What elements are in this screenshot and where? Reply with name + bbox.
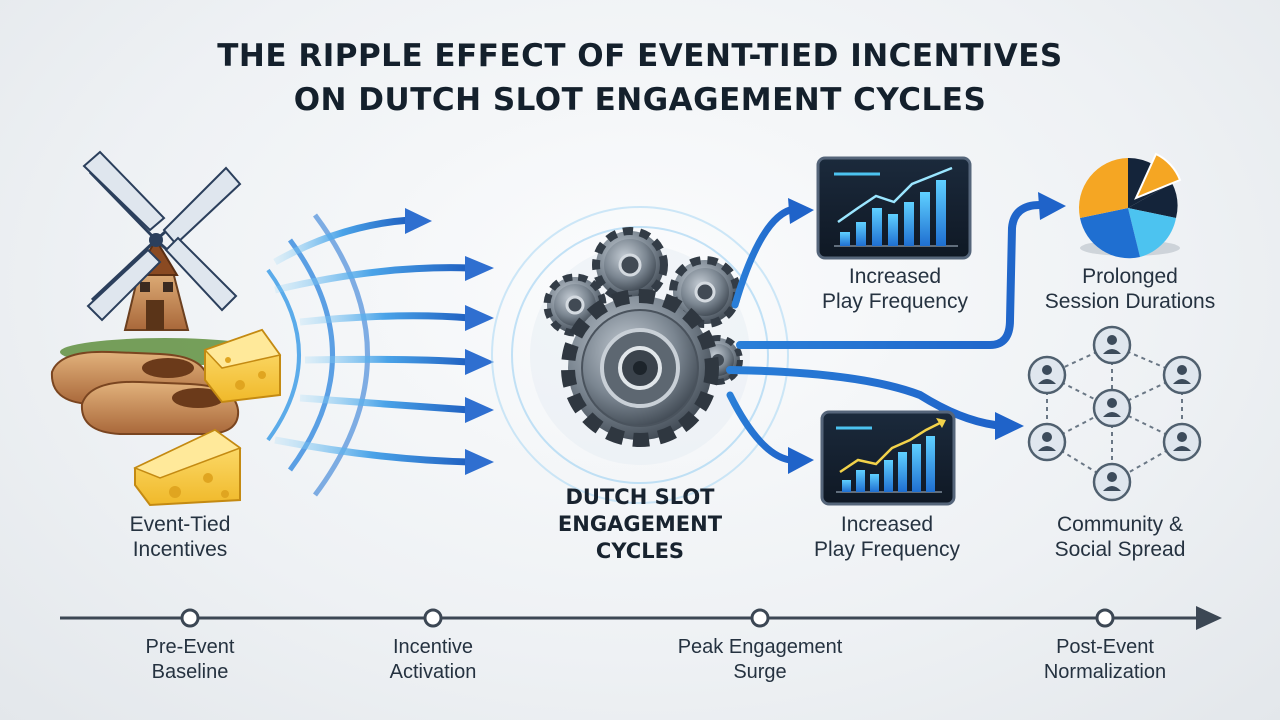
outcome-top-label: Increased Play Frequency — [790, 264, 1000, 314]
source-label-line-2: Incentives — [132, 538, 228, 561]
timeline — [60, 606, 1222, 630]
title-line-2: ON DUTCH SLOT ENGAGEMENT CYCLES — [293, 82, 987, 118]
outcome-community-label: Community & Social Spread — [1010, 512, 1230, 562]
outcome-bottom-label-line-2: Play Frequency — [814, 538, 960, 561]
timeline-stage-line-1: Peak Engagement — [677, 636, 843, 658]
cheese-icon — [133, 328, 282, 507]
source-label: Event-Tied Incentives — [80, 512, 280, 562]
bar-chart-icon — [820, 410, 956, 506]
outcome-arrows — [726, 192, 1066, 474]
source-label-line-1: Event-Tied — [129, 513, 231, 536]
gears-icon — [491, 206, 789, 504]
outcome-community-label-line-2: Social Spread — [1054, 538, 1186, 561]
outcome-bottom-label: Increased Play Frequency — [782, 512, 992, 562]
bar-chart-icon — [816, 156, 972, 260]
title-line-1: THE RIPPLE EFFECT OF EVENT-TIED INCENTIV… — [217, 38, 1063, 74]
timeline-stage-line-1: Pre-Event — [145, 636, 235, 658]
outcome-sessions-label: Prolonged Session Durations — [1020, 264, 1240, 314]
center-label-line-2: ENGAGEMENT — [557, 512, 723, 536]
outcome-sessions-label-line-1: Prolonged — [1082, 265, 1178, 288]
outcome-community-label-line-1: Community & — [1056, 513, 1184, 536]
outcome-top-label-line-2: Play Frequency — [822, 290, 968, 313]
outcome-sessions-label-line-2: Session Durations — [1044, 290, 1216, 313]
diagram-title: THE RIPPLE EFFECT OF EVENT-TIED INCENTIV… — [0, 34, 1280, 122]
center-label-line-1: DUTCH SLOT — [565, 485, 715, 509]
timeline-stage-line-2: Baseline — [151, 661, 229, 683]
network-icon — [1027, 325, 1202, 502]
center-label-line-3: CYCLES — [595, 539, 685, 563]
timeline-marker-post-event — [1095, 608, 1115, 628]
center-label: DUTCH SLOT ENGAGEMENT CYCLES — [520, 484, 760, 565]
timeline-marker-peak-engagement — [750, 608, 770, 628]
outcome-top-label-line-1: Increased — [848, 265, 942, 288]
timeline-marker-incentive-activation — [423, 608, 443, 628]
windmill-icon — [60, 150, 270, 366]
timeline-stage-label: Pre-Event Baseline — [100, 635, 280, 685]
timeline-stage-label: Post-Event Normalization — [1005, 635, 1205, 685]
pie-chart-icon — [1078, 152, 1182, 259]
outcome-bottom-label-line-1: Increased — [840, 513, 934, 536]
timeline-stage-label: Peak Engagement Surge — [650, 635, 870, 685]
timeline-stage-line-2: Normalization — [1043, 661, 1167, 683]
timeline-marker-pre-event — [180, 608, 200, 628]
timeline-stage-line-1: Incentive — [392, 636, 474, 658]
incentive-arrows — [273, 208, 494, 475]
timeline-stage-line-2: Surge — [733, 661, 787, 683]
timeline-stage-line-2: Activation — [389, 661, 477, 683]
timeline-stage-label: Incentive Activation — [343, 635, 523, 685]
timeline-stage-line-1: Post-Event — [1056, 636, 1154, 658]
